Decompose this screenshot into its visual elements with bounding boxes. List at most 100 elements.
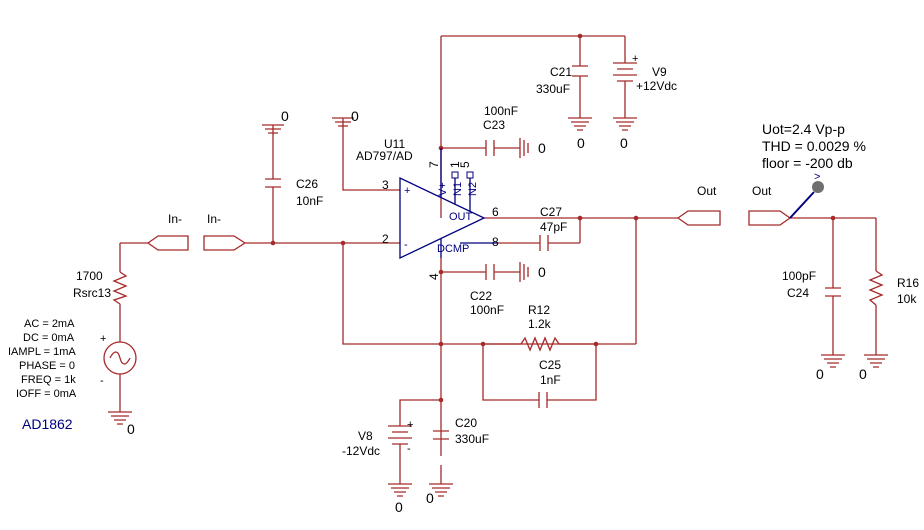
opamp-n1-label: N1 (452, 182, 464, 196)
ground-icon (864, 354, 888, 368)
opamp-out-label: OUT (449, 211, 473, 223)
pin-number: 6 (492, 205, 499, 219)
source-phase: PHASE = 0 (19, 360, 75, 372)
c24-ref: C24 (787, 286, 809, 300)
port-label-in-right: In- (207, 212, 221, 226)
capacitor-c23-icon (485, 140, 495, 156)
svg-text:-: - (407, 443, 411, 455)
capacitor-c20-icon (433, 430, 449, 440)
source-parameters: AC = 2mA DC = 0mA IAMPL = 1mA PHASE = 0 … (8, 318, 77, 400)
ground-icon (388, 483, 412, 497)
pin-number: 7 (427, 161, 441, 168)
rsrc-value: 1700 (76, 269, 103, 283)
r16-ref: R16 (897, 276, 919, 290)
c26-ref: C26 (296, 177, 318, 191)
ground-label: 0 (281, 108, 289, 124)
opamp-plus-sign: + (404, 185, 410, 197)
pin-numbers: 3 2 6 8 7 4 1 5 (382, 161, 499, 280)
ground-icon (429, 483, 453, 497)
pin-number: 2 (382, 232, 389, 246)
pin-number: 1 (448, 161, 462, 168)
c20-ref: C20 (455, 416, 477, 430)
ground-label: 0 (538, 264, 546, 280)
c20-value: 330uF (455, 432, 489, 446)
ground-icon (332, 117, 354, 130)
ground-icon (519, 138, 529, 158)
v8-ref: V8 (358, 429, 373, 443)
opamp-ref: U11 (384, 137, 405, 151)
component-labels: U11 AD797/AD C26 10nF 100nF C23 C21 330u… (73, 65, 919, 458)
port-labels: In- In- Out Out (168, 184, 772, 226)
capacitor-c22-icon (485, 264, 495, 280)
ground-icon (262, 124, 284, 137)
measurement-uot: Uot=2.4 Vp-p (762, 121, 845, 137)
c27-value: 47pF (540, 220, 567, 234)
opamp-minus-sign: - (404, 239, 408, 251)
capacitor-c26-icon (265, 178, 281, 188)
opamp-n2-label: N2 (467, 182, 479, 196)
opamp-dcmp-label: DCMP (437, 243, 469, 255)
measurement-thd: THD = 0.0029 % (762, 138, 866, 154)
capacitor-c25-icon (538, 392, 548, 408)
pin-number: 8 (492, 235, 499, 249)
ground-icon (821, 354, 845, 368)
port-label-out-right: Out (752, 184, 772, 198)
c24-value: 100pF (782, 269, 816, 283)
ground-label: 0 (395, 499, 403, 515)
r12-value: 1.2k (528, 317, 552, 331)
c21-value: 330uF (536, 82, 570, 96)
ground-icon (519, 262, 529, 282)
ground-label: 0 (577, 135, 585, 151)
battery-v9-icon: + (613, 53, 638, 90)
svg-text:>: > (814, 171, 820, 183)
pin-number: 3 (382, 178, 389, 192)
pin-number: 5 (458, 161, 472, 168)
opamp-model: AD797/AD (356, 149, 413, 163)
opamp-u11: + - OUT DCMP V+ N1 N2 (399, 148, 497, 260)
c27-ref: C27 (540, 205, 562, 219)
source-dc: DC = 0mA (23, 332, 75, 344)
capacitor-c24-icon (825, 287, 841, 297)
c26-value: 10nF (296, 194, 323, 208)
wires (119, 35, 877, 484)
v9-value: +12Vdc (636, 79, 677, 93)
port-in-left-icon (146, 235, 189, 251)
current-source-icon (103, 341, 137, 375)
svg-text:+: + (632, 53, 638, 65)
r12-ref: R12 (528, 303, 550, 317)
c23-ref: C23 (483, 118, 505, 132)
ground-labels: 0 0 0 0 0 0 0 0 0 0 0 (127, 108, 867, 515)
c25-value: 1nF (540, 373, 561, 387)
port-out-right-icon (748, 210, 792, 226)
capacitor-symbols (265, 65, 841, 440)
port-label-in-left: In- (168, 212, 182, 226)
ground-label: 0 (426, 490, 434, 506)
v9-ref: V9 (652, 65, 667, 79)
ground-label: 0 (620, 135, 628, 151)
r16-value: 10k (897, 292, 917, 306)
port-out-left-icon (676, 210, 721, 226)
opamp-vplus-label: V+ (437, 182, 449, 196)
v8-value: -12Vdc (342, 444, 380, 458)
battery-v8-icon: + - (388, 419, 413, 456)
source-minus-sign: - (100, 375, 104, 387)
ground-label: 0 (351, 108, 359, 124)
source-freq: FREQ = 1k (21, 374, 76, 386)
c21-ref: C21 (550, 65, 572, 79)
source-ac: AC = 2mA (24, 318, 75, 330)
source-iampl: IAMPL = 1mA (8, 346, 76, 358)
schematic-title: AD1862 (22, 416, 73, 432)
ground-label: 0 (816, 366, 824, 382)
port-label-out-left: Out (697, 184, 717, 198)
capacitor-c21-icon (572, 65, 588, 77)
pin-number: 4 (427, 273, 441, 280)
ground-icon (613, 117, 637, 131)
resistor-r16-icon (868, 270, 884, 306)
c22-ref: C22 (470, 289, 492, 303)
measurement-floor: floor = -200 db (762, 155, 853, 171)
svg-text:+: + (407, 419, 413, 431)
ground-icon (108, 411, 132, 425)
measurement-annotation: Uot=2.4 Vp-p THD = 0.0029 % floor = -200… (762, 121, 866, 171)
resistor-rsrc-icon (112, 271, 128, 305)
